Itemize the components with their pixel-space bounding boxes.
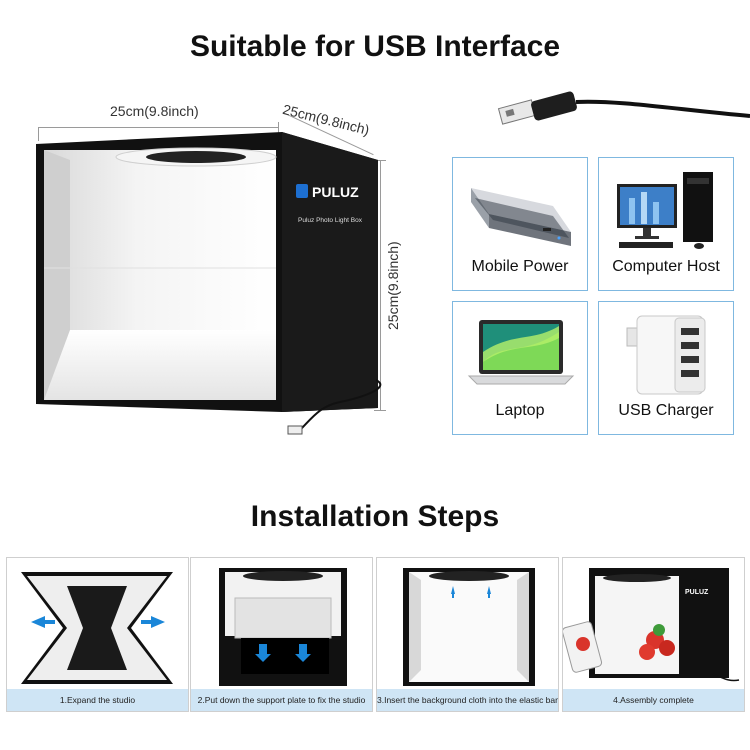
device-card-computer-host: Computer Host bbox=[598, 157, 734, 291]
width-dimension-tick-right bbox=[278, 122, 279, 134]
background-cloth-image bbox=[403, 568, 535, 686]
device-label: Laptop bbox=[495, 402, 545, 419]
width-dimension-line bbox=[38, 127, 278, 128]
assembly-complete-image: PULUZ bbox=[563, 568, 740, 682]
height-dimension-tick-top bbox=[374, 160, 386, 161]
height-dimension-tick-bottom bbox=[374, 410, 386, 411]
installation-steps-heading: Installation Steps bbox=[250, 500, 500, 533]
device-card-mobile-power: Mobile Power bbox=[452, 157, 588, 291]
brand-logo: PULUZ bbox=[312, 184, 359, 200]
device-label: Computer Host bbox=[612, 258, 720, 275]
step-caption: 1.Expand the studio bbox=[7, 689, 188, 711]
laptop-icon bbox=[467, 320, 575, 385]
desktop-computer-icon bbox=[617, 172, 713, 249]
product-subtitle: Puluz Photo Light Box bbox=[298, 217, 363, 224]
step-caption: 3.Insert the background cloth into the e… bbox=[377, 689, 558, 711]
step-expand-studio: 1.Expand the studio bbox=[6, 557, 189, 712]
step-caption: 2.Put down the support plate to fix the … bbox=[191, 689, 372, 711]
device-label: USB Charger bbox=[618, 402, 714, 419]
device-card-laptop: Laptop bbox=[452, 301, 588, 435]
step-assembly-complete: PULUZ 4.Assembly complete bbox=[562, 557, 745, 712]
support-plate-image bbox=[219, 568, 347, 686]
height-dimension-line bbox=[380, 160, 381, 410]
device-label: Mobile Power bbox=[471, 258, 569, 275]
svg-text:PULUZ: PULUZ bbox=[685, 589, 709, 596]
height-dimension-label: 25cm(9.8inch) bbox=[385, 241, 401, 330]
usb-heading: Suitable for USB Interface bbox=[189, 30, 561, 63]
expand-studio-image bbox=[21, 572, 173, 684]
power-bank-icon bbox=[471, 188, 571, 246]
width-dimension-tick-left bbox=[38, 127, 39, 141]
device-card-usb-charger: USB Charger bbox=[598, 301, 734, 435]
step-background-cloth: 3.Insert the background cloth into the e… bbox=[376, 557, 559, 712]
step-caption: 4.Assembly complete bbox=[563, 689, 744, 711]
width-dimension-label: 25cm(9.8inch) bbox=[110, 103, 199, 119]
usb-charger-icon bbox=[626, 315, 706, 395]
step-support-plate: 2.Put down the support plate to fix the … bbox=[190, 557, 373, 712]
